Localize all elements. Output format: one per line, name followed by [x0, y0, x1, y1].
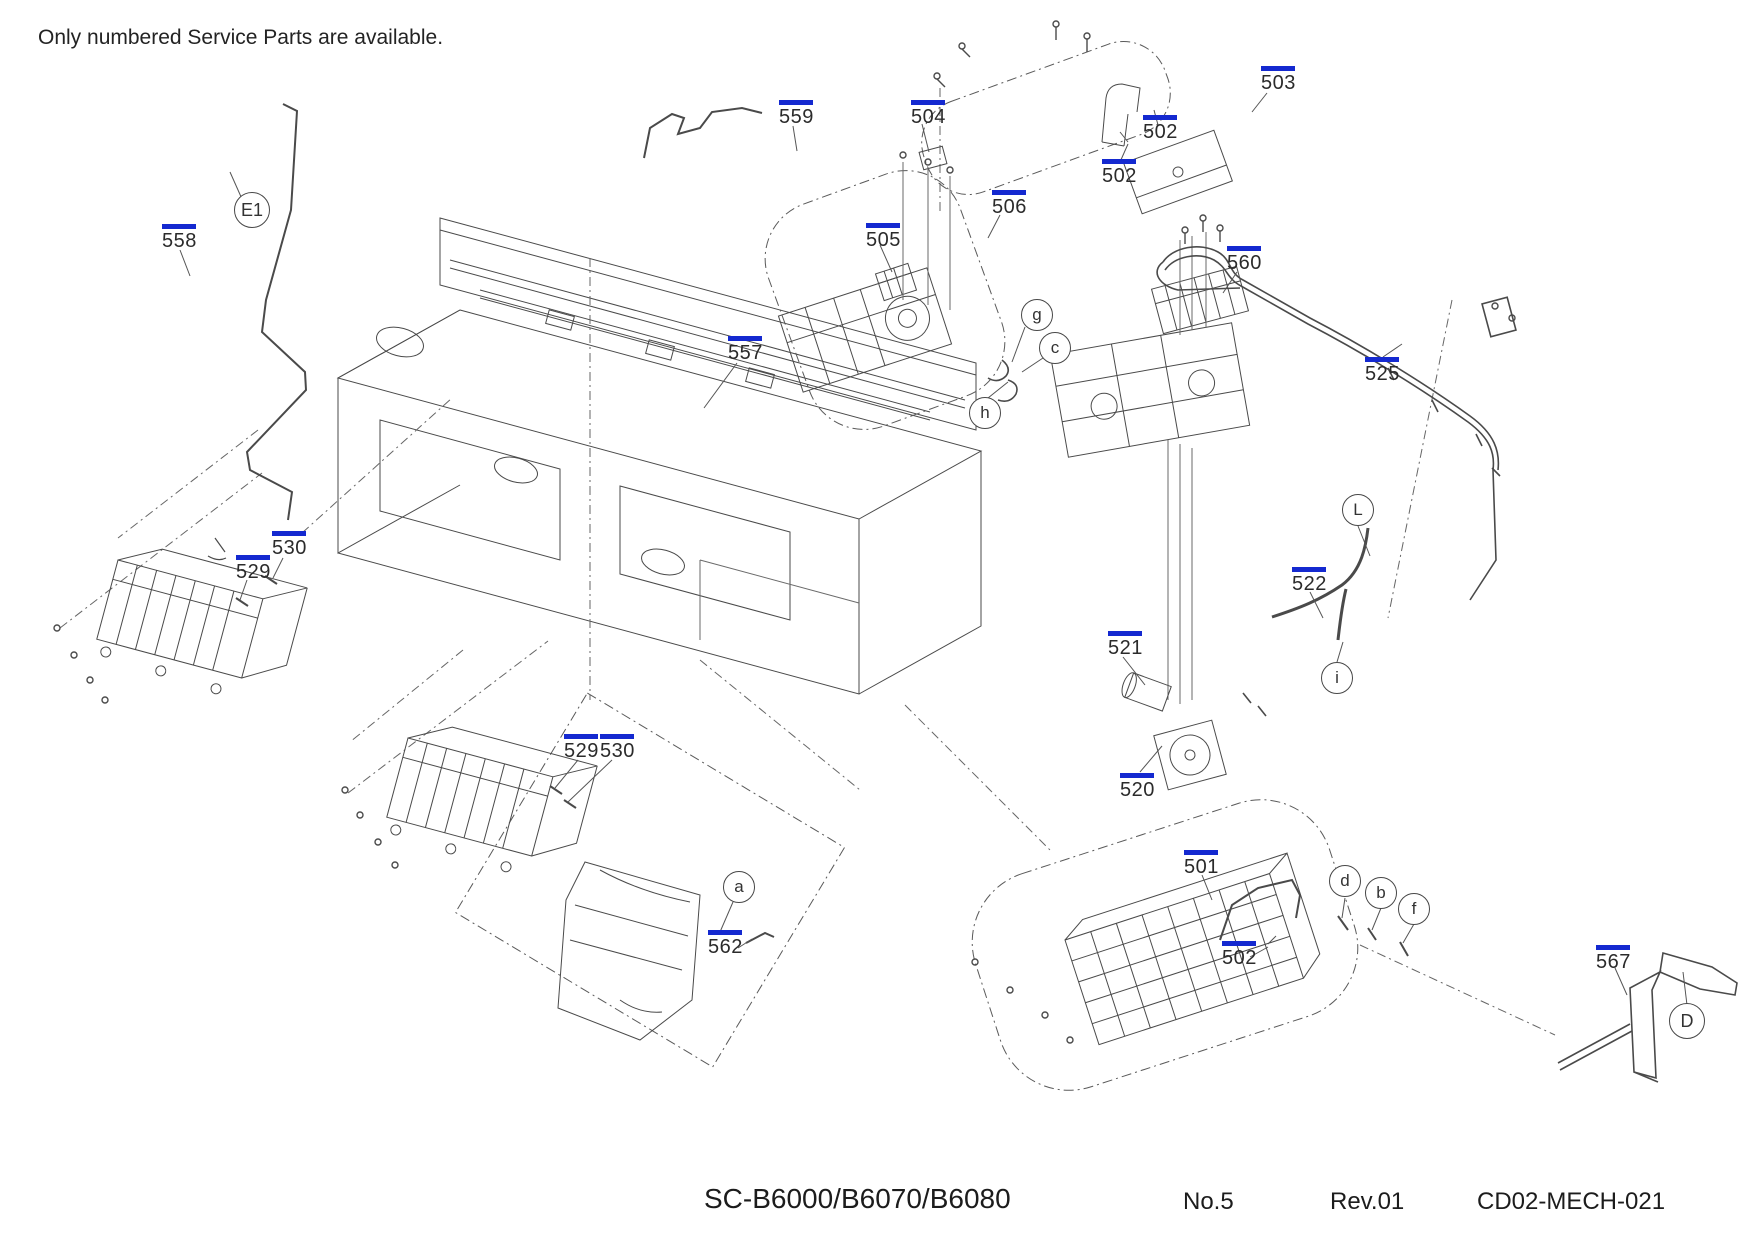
ref-circle-D: D	[1669, 1003, 1705, 1039]
part-number-marker	[1292, 567, 1326, 572]
notice-text: Only numbered Service Parts are availabl…	[38, 26, 444, 49]
screw-heads-art	[53, 20, 1516, 1044]
part-label-502-lower: 502	[1102, 159, 1137, 186]
ref-circle-i: i	[1321, 662, 1353, 694]
part-label-522: 522	[1292, 567, 1327, 594]
part-label-525: 525	[1365, 357, 1400, 384]
wire-562-art	[745, 931, 775, 944]
ref-circle-h: h	[969, 397, 1001, 429]
main-chassis-art	[336, 217, 983, 695]
leader-lines	[179, 92, 1688, 1006]
part-label-501: 501	[1184, 850, 1219, 877]
wire-559-art	[643, 106, 763, 159]
ref-circle-c: c	[1039, 332, 1071, 364]
ref-circle-b: b	[1365, 877, 1397, 909]
part-number-marker	[1102, 159, 1136, 164]
part-label-567: 567	[1596, 945, 1631, 972]
duct-cap-art	[1101, 83, 1233, 215]
footer-revision: Rev.01	[1330, 1188, 1405, 1215]
motor-fan-art	[1121, 672, 1267, 791]
bracket-558-art	[245, 103, 308, 521]
part-number-marker	[992, 190, 1026, 195]
part-number-marker	[1227, 246, 1261, 251]
part-number-marker	[1143, 115, 1177, 120]
ribbon-cable-525-art	[1156, 246, 1517, 601]
pump-assembly-art	[777, 145, 1018, 402]
part-label-530-left: 530	[272, 531, 307, 558]
part-number-marker	[1222, 941, 1256, 946]
footer-document-code: CD02-MECH-021	[1477, 1188, 1666, 1215]
part-label-558: 558	[162, 224, 197, 251]
ref-circle-a: a	[723, 871, 755, 903]
footer-sheet-number: No.5	[1183, 1188, 1234, 1215]
part-label-504: 504	[911, 100, 946, 127]
footer-model-number: SC-B6000/B6070/B6080	[704, 1183, 1011, 1214]
part-label-557: 557	[728, 336, 763, 363]
maintenance-unit-art	[1064, 852, 1415, 1046]
part-label-506: 506	[992, 190, 1027, 217]
part-label-529-left: 529	[236, 555, 271, 582]
part-label-529-bottom: 529	[564, 734, 599, 761]
construction-lines	[59, 88, 1556, 1036]
bracket-567-art	[1557, 951, 1738, 1083]
cover-shell-art	[557, 861, 701, 1041]
mounting-screws-art	[207, 537, 577, 809]
ink-tray-2	[386, 726, 598, 873]
part-number-marker	[866, 223, 900, 228]
printhead-carriage-art	[1049, 232, 1251, 704]
part-label-502-upper: 502	[1143, 115, 1178, 142]
ref-circle-d: d	[1329, 865, 1361, 897]
part-number-marker	[162, 224, 196, 229]
part-number-marker	[236, 555, 270, 560]
part-number-marker	[779, 100, 813, 105]
part-label-503: 503	[1261, 66, 1296, 93]
part-number-marker	[564, 734, 598, 739]
part-label-530-bottom: 530	[600, 734, 635, 761]
part-label-520: 520	[1120, 773, 1155, 800]
part-label-559: 559	[779, 100, 814, 127]
part-label-505: 505	[866, 223, 901, 250]
part-label-560: 560	[1227, 246, 1262, 273]
part-number-marker	[911, 100, 945, 105]
part-number-marker	[272, 531, 306, 536]
part-number-marker	[1108, 631, 1142, 636]
part-number-marker	[1120, 773, 1154, 778]
part-number-marker	[1184, 850, 1218, 855]
ref-circle-g: g	[1021, 299, 1053, 331]
part-label-502-bottom: 502	[1222, 941, 1257, 968]
ink-tray-1	[96, 548, 308, 695]
part-number-marker	[1365, 357, 1399, 362]
part-number-marker	[600, 734, 634, 739]
ref-circle-f: f	[1398, 893, 1430, 925]
part-number-marker	[708, 930, 742, 935]
ref-circle-L: L	[1342, 494, 1374, 526]
part-number-marker	[1261, 66, 1295, 71]
ref-circle-E1: E1	[234, 192, 270, 228]
part-number-marker	[728, 336, 762, 341]
part-label-521: 521	[1108, 631, 1143, 658]
part-label-562: 562	[708, 930, 743, 957]
part-number-marker	[1596, 945, 1630, 950]
